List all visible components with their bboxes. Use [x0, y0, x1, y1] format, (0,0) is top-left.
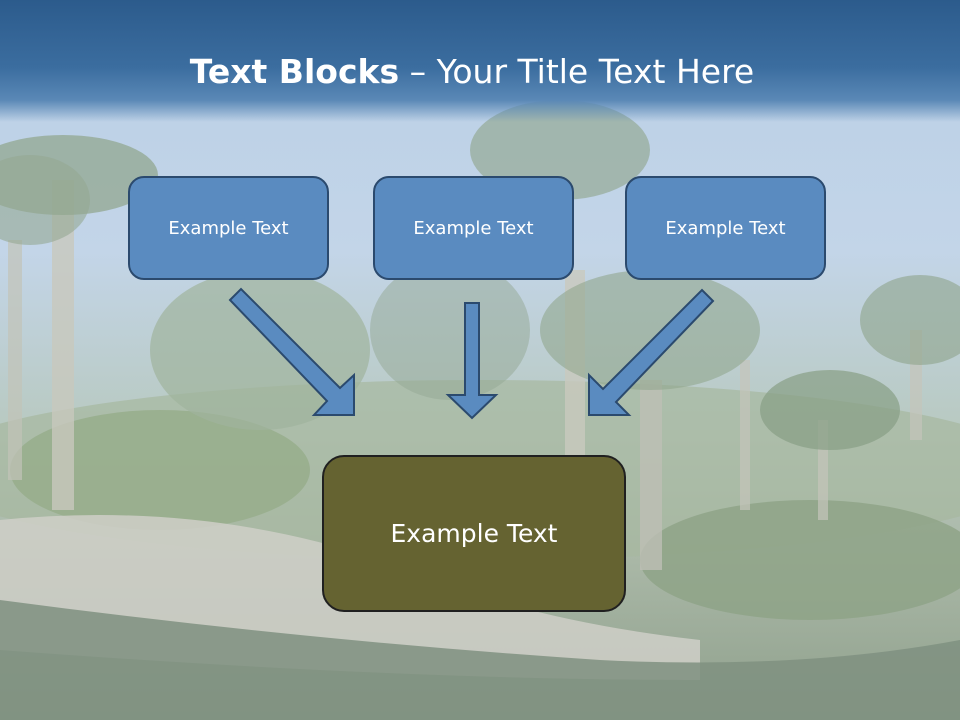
result-block[interactable]: Example Text: [322, 455, 626, 612]
title-rest: Your Title Text Here: [436, 52, 755, 91]
text-block-center-label: Example Text: [413, 217, 534, 239]
slide-title: Text Blocks – Your Title Text Here: [0, 52, 944, 91]
title-bar: [0, 0, 960, 122]
arrow-center-to-result: [445, 302, 499, 420]
text-block-right-label: Example Text: [665, 217, 786, 239]
title-dash: –: [399, 52, 437, 91]
arrow-left-to-result: [228, 287, 355, 416]
result-block-label: Example Text: [390, 519, 558, 548]
text-block-left-label: Example Text: [168, 217, 289, 239]
arrow-right-to-result: [588, 288, 715, 416]
title-bold: Text Blocks: [189, 52, 400, 91]
text-block-center[interactable]: Example Text: [373, 176, 574, 280]
text-block-right[interactable]: Example Text: [625, 176, 826, 280]
text-block-left[interactable]: Example Text: [128, 176, 329, 280]
